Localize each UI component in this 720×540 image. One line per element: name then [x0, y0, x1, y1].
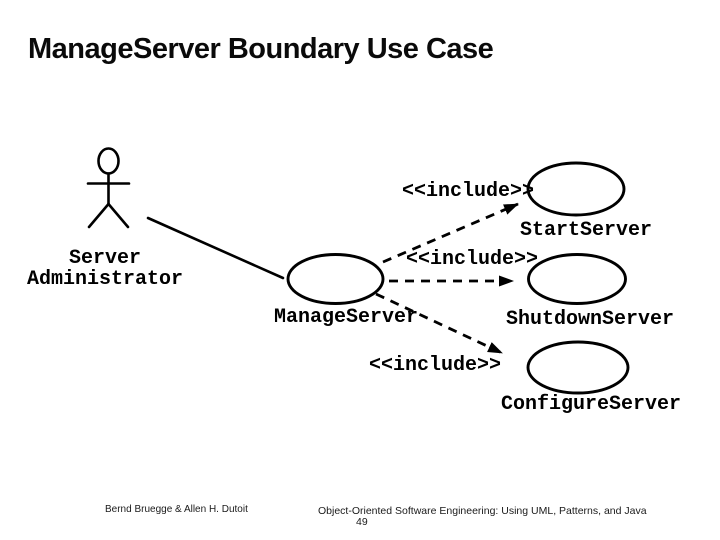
actor-label-line1: Server — [69, 247, 142, 270]
use-case-ellipse-manageserver — [286, 253, 385, 305]
actor-icon — [86, 147, 131, 229]
use-case-label-startserver: StartServer — [520, 219, 653, 242]
actor-label-line2: Administrator — [27, 268, 184, 291]
actor-head — [97, 147, 120, 175]
actor-leg-right — [107, 202, 130, 229]
actor-leg-left — [87, 202, 110, 229]
stereotype-label-include-startserver: <<include>> — [402, 180, 535, 203]
use-case-ellipse-configureserver — [526, 340, 630, 395]
include-arrow-startserver — [382, 202, 519, 264]
slide-title: ManageServer Boundary Use Case — [28, 33, 494, 65]
include-arrow-configureserver — [375, 292, 503, 355]
use-case-label-configureserver: ConfigureServer — [501, 393, 682, 416]
footer-book-title: Object-Oriented Software Engineering: Us… — [318, 505, 647, 517]
stereotype-label-include-shutdownserver: <<include>> — [406, 248, 539, 271]
footer-page-number: 49 — [356, 516, 368, 528]
use-case-label-shutdownserver: ShutdownServer — [506, 308, 675, 331]
use-case-ellipse-startserver — [526, 161, 626, 217]
use-case-ellipse-shutdownserver — [527, 253, 627, 305]
actor-association-line — [146, 216, 285, 280]
stereotype-label-include-configureserver: <<include>> — [369, 354, 502, 377]
use-case-label-manageserver: ManageServer — [274, 306, 419, 329]
footer-authors: Bernd Bruegge & Allen H. Dutoit — [105, 504, 248, 515]
